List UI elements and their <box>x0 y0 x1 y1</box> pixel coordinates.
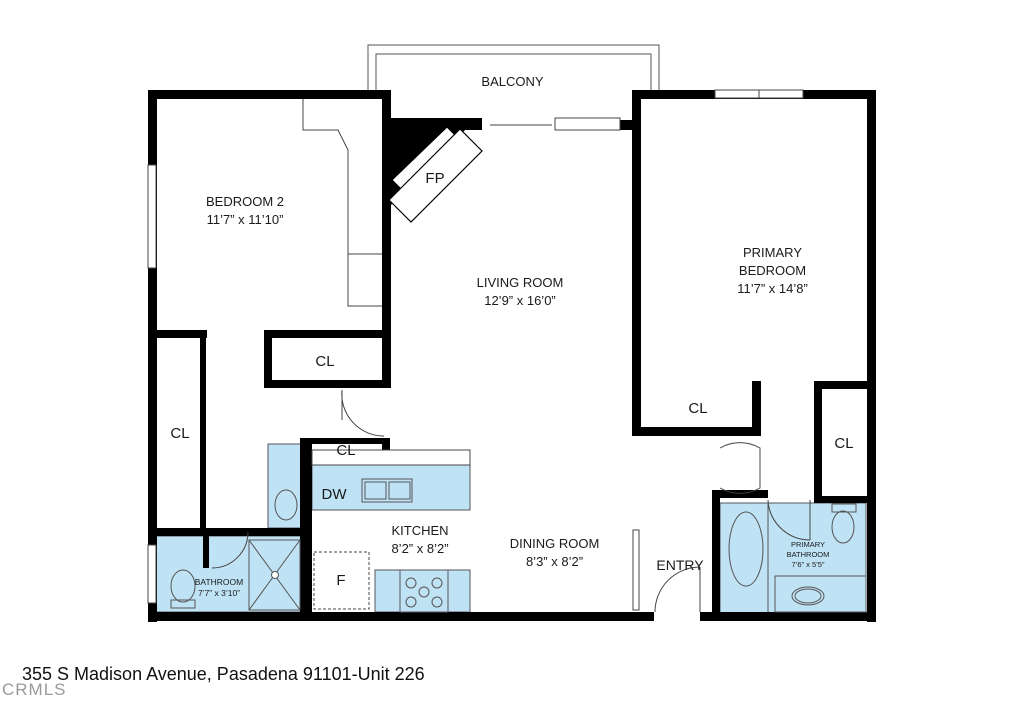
primary-bathroom-size: 7’6” x 5’5” <box>791 560 825 569</box>
primary-bathroom-name-2: BATHROOM <box>786 550 830 559</box>
bedroom2-name: BEDROOM 2 <box>205 194 284 209</box>
fireplace-icon <box>388 126 483 223</box>
closet-label-bedroom2: CL <box>315 353 335 370</box>
primary-bathroom-label: PRIMARY BATHROOM 7’6” x 5’5” <box>777 540 839 570</box>
bathroom-label: BATHROOM 7’7” x 3’10” <box>188 577 250 599</box>
bedroom2-label: BEDROOM 2 11’7” x 11’10” <box>190 193 300 229</box>
bedroom2-size: 11’7” x 11’10” <box>206 212 284 227</box>
dishwasher-label: DW <box>321 486 347 503</box>
closet-label-hall: CL <box>336 442 356 459</box>
balcony-outline <box>367 44 660 92</box>
dining-room-size: 8’3” x 8’2” <box>525 554 584 569</box>
living-room-name: LIVING ROOM <box>476 275 564 290</box>
closet-label-primary-2: CL <box>834 435 854 452</box>
dining-room-label: DINING ROOM 8’3” x 8’2” <box>497 535 612 571</box>
fridge-label: F <box>336 572 346 589</box>
living-room-label: LIVING ROOM 12’9” x 16’0” <box>460 274 580 310</box>
kitchen-fixtures <box>361 478 449 613</box>
property-address: 355 S Madison Avenue, Pasadena 91101-Uni… <box>22 664 425 684</box>
thin-lines <box>147 89 811 613</box>
bathroom-name: BATHROOM <box>194 577 244 587</box>
primary-bedroom-name-2: BEDROOM <box>738 263 807 278</box>
closet-label-primary: CL <box>688 400 708 417</box>
bathroom-fixtures <box>170 489 867 613</box>
entry-label: ENTRY <box>656 557 704 573</box>
kitchen-size: 8’2” x 8’2” <box>391 541 449 556</box>
crmls-watermark: CRMLS <box>2 680 67 699</box>
bathroom-size: 7’7” x 3’10” <box>197 588 241 598</box>
closet-label-left: CL <box>170 425 190 442</box>
primary-bedroom-name-1: PRIMARY <box>743 245 802 260</box>
primary-bedroom-label: PRIMARY BEDROOM 11’7” x 14’8” <box>715 244 830 298</box>
dining-room-name: DINING ROOM <box>509 536 600 551</box>
wet-area-fills <box>155 443 867 614</box>
primary-bedroom-size: 11’7” x 14’8” <box>737 281 808 296</box>
primary-bathroom-name-1: PRIMARY <box>790 540 826 549</box>
fireplace-label: FP <box>425 170 445 187</box>
living-room-size: 12’9” x 16’0” <box>484 293 556 308</box>
kitchen-label: KITCHEN 8’2” x 8’2” <box>380 522 460 558</box>
balcony-label: BALCONY <box>481 74 544 89</box>
kitchen-name: KITCHEN <box>391 523 449 538</box>
